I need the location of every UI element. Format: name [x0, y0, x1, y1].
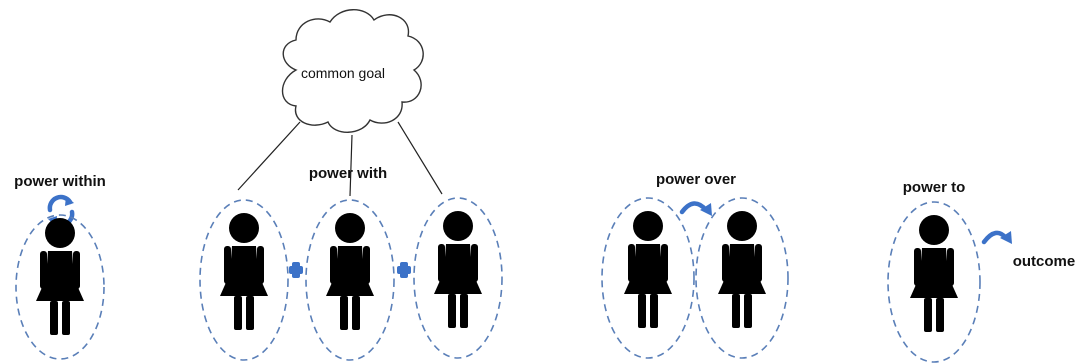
person-halo [695, 197, 789, 359]
connector-line-middle [349, 134, 353, 197]
plus-icon [289, 262, 303, 278]
power-within-label: power within [14, 173, 106, 190]
person-icon [36, 218, 84, 335]
person-icon [910, 215, 958, 332]
person-icon [220, 213, 268, 330]
power-with-group: power with [199, 165, 503, 361]
person-icon [624, 211, 672, 328]
power-to-group: power to outcome [887, 179, 1076, 363]
cloud-label: common goal [301, 65, 385, 81]
outcome-label: outcome [1013, 253, 1076, 270]
person-halo [305, 199, 395, 361]
connector-line-left [237, 121, 301, 191]
person-icon [434, 211, 482, 328]
power-within-group: power within [14, 173, 106, 360]
person-halo [601, 197, 695, 359]
person-halo [887, 201, 981, 363]
person-halo [199, 199, 289, 361]
curved-arrow-icon [679, 201, 712, 216]
person-icon [326, 213, 374, 330]
power-to-label: power to [903, 179, 966, 196]
power-over-group: power over [601, 171, 789, 359]
person-halo [413, 197, 503, 359]
plus-icon [397, 262, 411, 278]
common-goal-cloud: common goal [281, 9, 424, 133]
curved-arrow-icon [981, 230, 1012, 245]
power-with-label: power with [309, 165, 387, 182]
power-over-label: power over [656, 171, 736, 188]
connector-line-right [397, 121, 443, 195]
person-halo [15, 214, 105, 360]
person-icon [718, 211, 766, 328]
